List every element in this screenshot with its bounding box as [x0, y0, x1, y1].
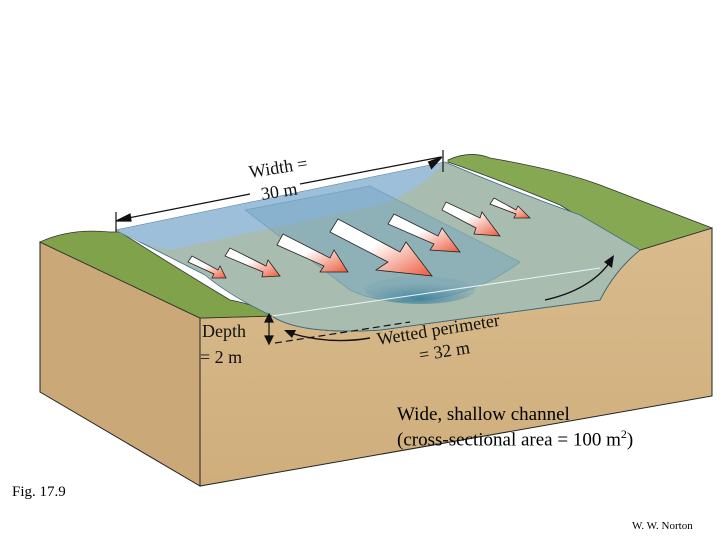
depth-indicator [264, 312, 411, 346]
flow-arrow [489, 197, 531, 219]
credit: W. W. Norton [632, 520, 693, 532]
width-dimension [115, 150, 444, 232]
flow-arrow [187, 255, 227, 279]
flow-arrow [441, 201, 501, 237]
water-surface [116, 162, 445, 250]
flow-arrow [276, 233, 349, 273]
area-suffix: ) [626, 429, 634, 451]
perimeter-arrows [289, 261, 611, 342]
perimeter-arrowhead [284, 330, 296, 338]
perimeter-arrowhead [604, 255, 614, 268]
flow-arrow [387, 213, 461, 253]
depth-label: Depth [202, 321, 246, 341]
flow-arrow [329, 218, 433, 277]
figure-label: Fig. 17.9 [12, 484, 66, 500]
cross-sectional-area: (cross-sectional area = 100 m2) [397, 427, 633, 451]
area-superscript: 2 [620, 427, 627, 441]
area-text: (cross-sectional area = 100 m [397, 429, 621, 451]
flow-arrow [224, 247, 281, 278]
channel-title: Wide, shallow channel [397, 404, 570, 425]
depth-value: = 2 m [200, 347, 242, 367]
width-label: Width = [247, 153, 308, 182]
flow-arrows [187, 197, 531, 279]
